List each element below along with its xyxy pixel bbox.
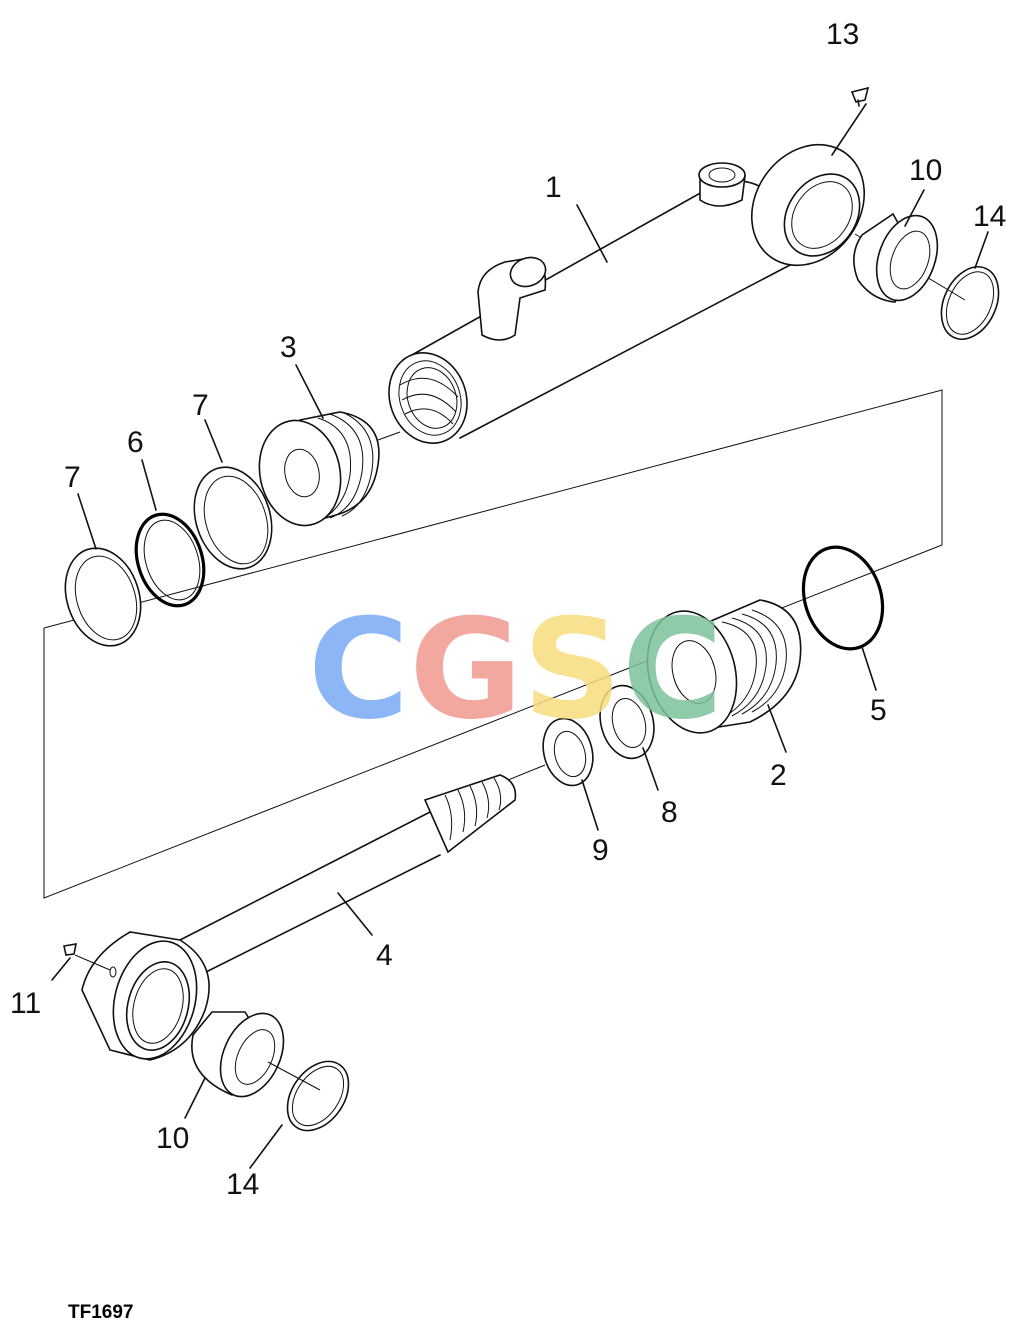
part-7-wear-ring-left [64, 493, 142, 647]
part-14-snap-ring-top [940, 231, 1000, 340]
callout-5: 5 [870, 694, 887, 727]
callout-11: 11 [10, 987, 41, 1020]
callout-14-top: 14 [973, 200, 1006, 233]
callout-9: 9 [592, 834, 609, 867]
callout-1: 1 [545, 171, 562, 204]
figure-code: TF1697 [68, 1302, 134, 1323]
part-2-gland [646, 599, 802, 753]
callout-7-middle: 7 [192, 389, 209, 422]
callout-6: 6 [127, 426, 144, 459]
callout-10-top: 10 [909, 154, 942, 187]
part-14-snap-ring-bottom [249, 1060, 350, 1169]
part-9-rod-seal [507, 717, 599, 831]
part-4-piston-rod [51, 774, 517, 1061]
part-7-wear-ring-middle [193, 419, 273, 570]
callout-8: 8 [661, 796, 678, 829]
part-6-seal-ring [134, 459, 206, 608]
part-8-wiper [599, 684, 659, 791]
callout-14-bottom: 14 [226, 1168, 259, 1201]
callout-7-left: 7 [64, 461, 81, 494]
callout-10-bottom: 10 [156, 1122, 189, 1155]
callout-2: 2 [770, 759, 787, 792]
part-10-bushing-top [853, 189, 939, 303]
callout-13: 13 [826, 18, 859, 51]
part-5-o-ring [801, 545, 885, 691]
callout-4: 4 [376, 939, 393, 972]
part-1-cylinder-barrel [377, 86, 966, 444]
callout-3: 3 [280, 331, 297, 364]
assembly-boundary [43, 389, 943, 899]
part-3-piston [258, 364, 380, 527]
part-10-bushing-bottom [184, 1011, 321, 1119]
